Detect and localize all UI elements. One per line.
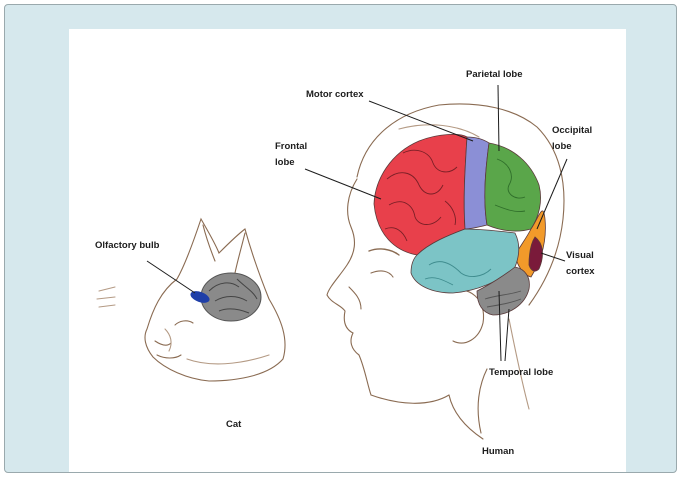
- diagram-panel: Motor cortex Parietal lobe Occipital lob…: [69, 29, 626, 473]
- parietal-lobe-leader: [498, 85, 499, 151]
- brain-comparison-illustration: Motor cortex Parietal lobe Occipital lob…: [69, 29, 626, 473]
- occipital-lobe-label-line1: Occipital: [552, 125, 592, 136]
- motor-cortex-label: Motor cortex: [306, 89, 364, 100]
- olfactory-bulb-label: Olfactory bulb: [95, 240, 160, 251]
- frontal-lobe-leader: [305, 169, 381, 199]
- visual-cortex-label-line2: cortex: [566, 266, 595, 277]
- cat-brain: [189, 273, 261, 321]
- human-label: Human: [482, 446, 514, 457]
- parietal-lobe-label: Parietal lobe: [466, 69, 523, 80]
- cat-label: Cat: [226, 419, 242, 430]
- human-brain: [374, 134, 545, 315]
- olfactory-leader-line: [147, 261, 195, 293]
- occipital-lobe-label-line2: lobe: [552, 141, 572, 152]
- frontal-lobe-label-line2: lobe: [275, 157, 295, 168]
- temporal-lobe-label: Temporal lobe: [489, 367, 553, 378]
- outer-frame: Motor cortex Parietal lobe Occipital lob…: [4, 4, 677, 473]
- visual-cortex-label-line1: Visual: [566, 250, 594, 261]
- frontal-lobe-label-line1: Frontal: [275, 141, 307, 152]
- parietal-lobe-region: [485, 143, 541, 231]
- temporal-lobe-leader-2: [505, 309, 509, 361]
- motor-cortex-leader: [369, 101, 473, 141]
